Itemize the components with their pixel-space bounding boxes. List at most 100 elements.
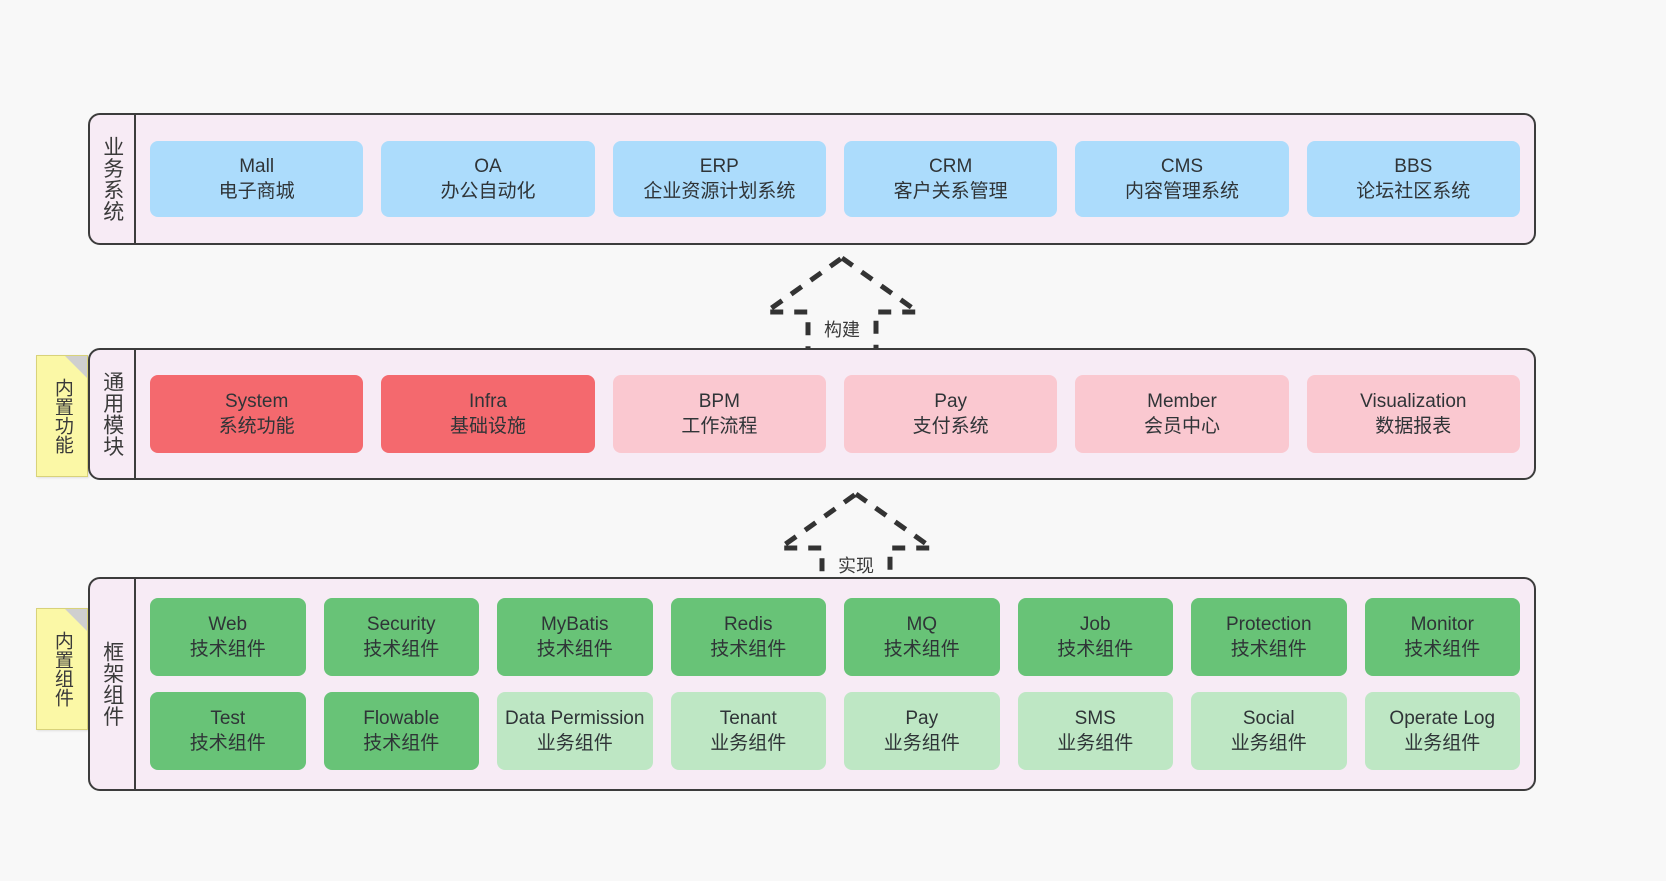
sticky-fold-icon — [65, 609, 87, 631]
card-title: Flowable — [363, 707, 440, 729]
card-title: Web — [208, 613, 248, 635]
card-data-permission[interactable]: Data Permission 业务组件 — [497, 692, 653, 770]
card-monitor[interactable]: Monitor 技术组件 — [1364, 598, 1520, 676]
card-title: ERP — [699, 155, 739, 177]
card-crm[interactable]: CRM 客户关系管理 — [843, 141, 1058, 217]
card-oa[interactable]: OA 办公自动化 — [381, 141, 595, 217]
card-subtitle: 数据报表 — [1375, 416, 1452, 437]
card-security[interactable]: Security 技术组件 — [323, 598, 479, 676]
sticky-fold-icon — [65, 356, 87, 378]
card-title: Visualization — [1360, 390, 1467, 412]
card-title: Test — [210, 707, 246, 729]
connector-build: 构建 — [742, 252, 942, 358]
card-job[interactable]: Job 技术组件 — [1017, 598, 1173, 676]
card-redis[interactable]: Redis 技术组件 — [670, 598, 826, 676]
card-web[interactable]: Web 技术组件 — [150, 598, 306, 676]
layer-body-business-system: Mall 电子商城 OA 办公自动化 ERP 企业资源计划系统 CRM 客户关系… — [136, 115, 1534, 243]
card-subtitle: 论坛社区系统 — [1356, 181, 1471, 202]
card-subtitle: 技术组件 — [536, 639, 613, 660]
card-member[interactable]: Member 会员中心 — [1075, 375, 1289, 453]
card-subtitle: 技术组件 — [189, 733, 266, 754]
dashed-hollow-arrow-icon — [772, 490, 940, 593]
card-title: Pay — [934, 390, 968, 412]
card-erp[interactable]: ERP 企业资源计划系统 — [612, 141, 826, 217]
card-tenant[interactable]: Tenant 业务组件 — [670, 692, 826, 770]
card-title: Member — [1147, 390, 1217, 412]
card-title: Data Permission — [505, 707, 645, 729]
connector-label-build: 构建 — [821, 316, 863, 342]
card-subtitle: 技术组件 — [1057, 639, 1134, 660]
card-pay-business[interactable]: Pay 业务组件 — [844, 692, 1000, 770]
card-title: CMS — [1160, 155, 1204, 177]
card-title: SMS — [1074, 707, 1116, 729]
card-subtitle: 技术组件 — [1230, 639, 1307, 660]
card-subtitle: 技术组件 — [1404, 639, 1481, 660]
card-subtitle: 电子商城 — [218, 181, 295, 202]
card-test[interactable]: Test 技术组件 — [150, 692, 306, 770]
card-mall[interactable]: Mall 电子商城 — [150, 141, 364, 217]
card-pay[interactable]: Pay 支付系统 — [843, 375, 1058, 453]
card-flowable[interactable]: Flowable 技术组件 — [323, 692, 479, 770]
card-title: System — [224, 390, 289, 412]
card-title: MyBatis — [540, 613, 609, 635]
card-subtitle: 客户关系管理 — [893, 181, 1008, 202]
card-title: CRM — [929, 155, 973, 177]
card-subtitle: 系统功能 — [218, 416, 295, 437]
layer-title-common-module: 通用模块 — [90, 350, 136, 478]
card-subtitle: 业务组件 — [536, 733, 613, 754]
card-subtitle: 基础设施 — [449, 416, 526, 437]
card-title: Social — [1242, 707, 1295, 729]
layer-framework-component: 框架组件 Web 技术组件 Security 技术组件 MyBatis 技术组件… — [88, 577, 1536, 791]
sticky-note-builtin-function: 内置功能 — [36, 355, 88, 477]
card-sms[interactable]: SMS 业务组件 — [1017, 692, 1173, 770]
card-subtitle: 工作流程 — [681, 416, 758, 437]
card-subtitle: 会员中心 — [1143, 416, 1220, 437]
card-system[interactable]: System 系统功能 — [150, 375, 364, 453]
card-subtitle: 技术组件 — [363, 733, 440, 754]
card-infra[interactable]: Infra 基础设施 — [381, 375, 595, 453]
card-subtitle: 业务组件 — [1404, 733, 1481, 754]
sticky-note-label: 内置功能 — [51, 378, 73, 454]
card-subtitle: 业务组件 — [1230, 733, 1307, 754]
layer-common-module: 通用模块 System 系统功能 Infra 基础设施 BPM 工作流程 Pay — [88, 348, 1536, 480]
card-row: Test 技术组件 Flowable 技术组件 Data Permission … — [150, 692, 1520, 770]
layer-body-common-module: System 系统功能 Infra 基础设施 BPM 工作流程 Pay 支付系统… — [136, 350, 1534, 478]
connector-label-implement: 实现 — [835, 552, 877, 578]
card-subtitle: 技术组件 — [189, 639, 266, 660]
card-row: System 系统功能 Infra 基础设施 BPM 工作流程 Pay 支付系统… — [150, 375, 1520, 453]
card-title: MQ — [906, 613, 938, 635]
layer-title-business-system: 业务系统 — [90, 115, 136, 243]
card-subtitle: 企业资源计划系统 — [643, 181, 796, 202]
card-row: Web 技术组件 Security 技术组件 MyBatis 技术组件 Redi… — [150, 598, 1520, 676]
card-title: Monitor — [1410, 613, 1474, 635]
card-title: Tenant — [719, 707, 777, 729]
card-title: Security — [366, 613, 436, 635]
card-title: Infra — [468, 390, 507, 412]
card-title: Redis — [723, 613, 773, 635]
card-subtitle: 办公自动化 — [440, 181, 536, 202]
card-mybatis[interactable]: MyBatis 技术组件 — [497, 598, 653, 676]
layer-title-framework-component: 框架组件 — [90, 579, 136, 789]
card-mq[interactable]: MQ 技术组件 — [844, 598, 1000, 676]
sticky-note-builtin-component: 内置组件 — [36, 608, 88, 730]
card-title: Operate Log — [1389, 707, 1496, 729]
card-subtitle: 业务组件 — [1057, 733, 1134, 754]
card-protection[interactable]: Protection 技术组件 — [1191, 598, 1347, 676]
card-social[interactable]: Social 业务组件 — [1191, 692, 1347, 770]
card-subtitle: 技术组件 — [710, 639, 787, 660]
card-title: Protection — [1225, 613, 1312, 635]
card-title: BBS — [1394, 155, 1433, 177]
card-bpm[interactable]: BPM 工作流程 — [612, 375, 826, 453]
card-operate-log[interactable]: Operate Log 业务组件 — [1364, 692, 1520, 770]
card-subtitle: 内容管理系统 — [1124, 181, 1239, 202]
card-subtitle: 业务组件 — [710, 733, 787, 754]
sticky-note-label: 内置组件 — [51, 631, 73, 707]
card-cms[interactable]: CMS 内容管理系统 — [1075, 141, 1289, 217]
card-bbs[interactable]: BBS 论坛社区系统 — [1306, 141, 1520, 217]
card-title: Pay — [905, 707, 939, 729]
layer-body-framework-component: Web 技术组件 Security 技术组件 MyBatis 技术组件 Redi… — [136, 579, 1534, 789]
card-visualization[interactable]: Visualization 数据报表 — [1306, 375, 1520, 453]
card-row: Mall 电子商城 OA 办公自动化 ERP 企业资源计划系统 CRM 客户关系… — [150, 141, 1520, 217]
card-subtitle: 支付系统 — [912, 416, 989, 437]
